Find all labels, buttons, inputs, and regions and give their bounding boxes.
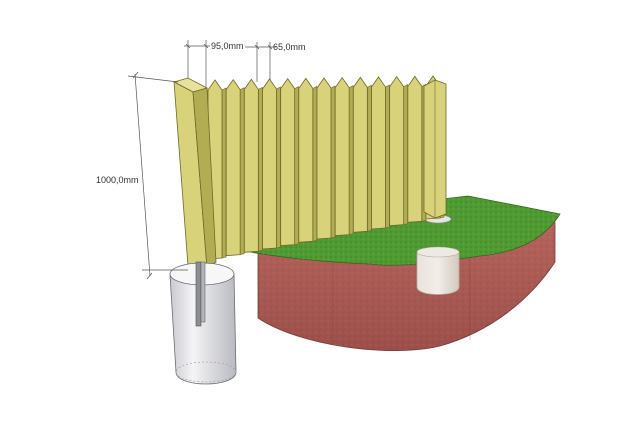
picket [371, 76, 390, 230]
picket [225, 78, 245, 257]
picket [262, 78, 281, 250]
picket [334, 76, 354, 237]
grass-surface [249, 195, 561, 266]
picket-width-label: 95,0mm [211, 41, 244, 51]
fence-height-label: 1000,0mm [96, 175, 139, 185]
picket [407, 75, 427, 223]
picket [352, 76, 372, 233]
right-end-post [423, 79, 447, 219]
picket-gap-label: 65,0mm [273, 42, 306, 52]
metal-anchor-plate [195, 261, 206, 327]
dimension-picket-gap [245, 42, 276, 82]
dimension-fence-height [127, 71, 188, 280]
picket [280, 77, 299, 247]
dimension-picket-width [184, 40, 210, 88]
picket-fence [172, 75, 447, 269]
concrete-footing [416, 214, 460, 295]
picket [298, 77, 318, 243]
picket [316, 77, 336, 240]
picket [243, 78, 263, 253]
picket [389, 75, 408, 227]
